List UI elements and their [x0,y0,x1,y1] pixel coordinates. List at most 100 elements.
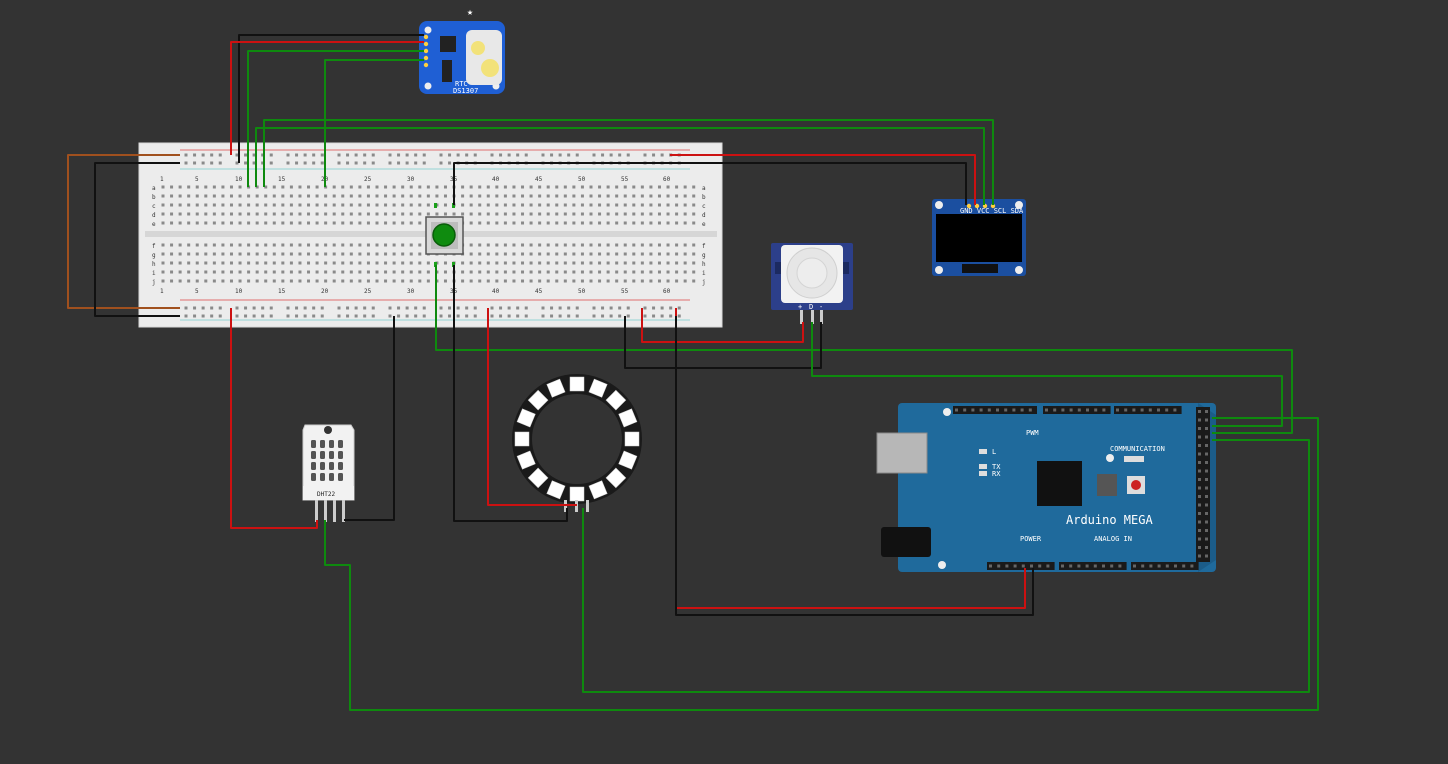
header-pin[interactable] [1205,469,1208,473]
header-pin[interactable] [1205,546,1208,549]
wire-green[interactable] [324,417,1319,711]
header-pin[interactable] [1045,408,1048,412]
header-pin[interactable] [1061,408,1065,412]
rtc-module[interactable]: ★ RTC DS1307 [419,7,505,95]
rtc-pins[interactable] [423,34,429,68]
header-pin[interactable] [1198,461,1201,464]
header-pin[interactable] [1102,408,1106,412]
header-pin[interactable] [1198,503,1201,507]
header-pin[interactable] [963,408,967,412]
header-pin[interactable] [1165,408,1169,412]
wire-green[interactable] [811,322,1283,427]
header-pin[interactable] [1205,418,1208,422]
arduino-mega[interactable]: L TX RX PWM COMMUNICATION POWER ANALOG I… [876,403,1216,572]
push-button[interactable] [425,203,464,267]
header-pin[interactable] [1102,564,1105,568]
header-pin[interactable] [1013,564,1017,568]
header-pin[interactable] [1182,564,1186,568]
wire-red[interactable] [670,154,976,205]
wire-black[interactable] [670,162,967,205]
header-pin[interactable] [1198,435,1201,439]
push-button-cap[interactable] [432,223,456,247]
header-pin[interactable] [1093,564,1097,568]
header-pin[interactable] [1005,564,1009,568]
header-pin[interactable] [1069,564,1073,568]
wire-red[interactable] [230,308,318,529]
header-pin[interactable] [1205,435,1208,439]
header-pin[interactable] [1132,408,1136,412]
header-pin[interactable] [1205,520,1208,524]
header-pin[interactable] [1205,554,1208,558]
header-pin[interactable] [971,408,975,412]
header-pin[interactable] [1198,529,1201,532]
header-pin[interactable] [1205,529,1208,532]
header-pin[interactable] [1069,408,1073,412]
header-pin[interactable] [1205,537,1208,541]
header-pin[interactable] [1053,408,1057,412]
breadboard[interactable]: 1 5 10 15 20 25 30 35 40 45 50 55 60 1 5… [138,142,723,328]
header-pin[interactable] [1205,495,1208,498]
header-pin[interactable] [1198,444,1201,447]
wire-green[interactable] [247,50,424,187]
header-pin[interactable] [1174,564,1177,568]
wire-red[interactable] [487,308,577,506]
header-pin[interactable] [1198,554,1201,558]
pir-sensor[interactable]: + D - [771,243,853,324]
wire-black[interactable] [238,34,424,163]
header-pin[interactable] [1198,452,1201,456]
wire-green[interactable] [255,127,985,205]
header-pin[interactable] [1198,418,1201,422]
wire-black[interactable] [453,265,568,522]
header-pin[interactable] [1038,564,1042,568]
header-pin[interactable] [1198,520,1201,524]
header-pin[interactable] [1173,408,1177,412]
wire-black[interactable] [344,316,395,521]
header-pin[interactable] [1124,408,1128,412]
dht22-sensor[interactable]: DHT22 [302,424,355,522]
header-pin[interactable] [1198,469,1201,473]
header-pin[interactable] [1205,478,1208,481]
header-pin[interactable] [1157,408,1160,412]
wire-red[interactable] [641,308,804,343]
header-pin[interactable] [1012,408,1016,412]
wire-black[interactable] [624,316,822,369]
header-pin[interactable] [955,408,958,412]
header-pin[interactable] [1133,564,1136,568]
wire-black[interactable] [94,162,180,317]
header-pin[interactable] [1118,564,1122,568]
header-pin[interactable] [1205,486,1208,490]
header-pin[interactable] [1205,427,1208,430]
header-pin[interactable] [1165,564,1169,568]
header-pin[interactable] [1198,410,1201,413]
header-pin[interactable] [1198,486,1201,490]
wire-red[interactable] [230,41,424,155]
oled-display[interactable]: GND VCC SCL SDA [932,199,1026,276]
reset-button-cap[interactable] [1131,480,1141,490]
header-pin[interactable] [1205,503,1208,507]
header-pin[interactable] [1198,537,1201,541]
header-pin[interactable] [1141,564,1145,568]
header-pin[interactable] [989,564,992,568]
header-pin[interactable] [1021,564,1025,568]
header-pin[interactable] [1198,495,1201,498]
header-pin[interactable] [1086,408,1089,412]
neopixel-ring[interactable] [512,374,642,512]
pir-pins[interactable] [800,310,823,324]
header-pin[interactable] [1077,564,1081,568]
header-pin[interactable] [1116,408,1119,412]
header-pin[interactable] [1205,461,1208,464]
dht22-pins[interactable] [315,500,345,522]
header-pin[interactable] [1205,444,1208,447]
header-pin[interactable] [1094,408,1098,412]
header-pin[interactable] [987,408,991,412]
header-pin[interactable] [1030,564,1033,568]
header-pin[interactable] [1149,564,1153,568]
wire-green[interactable] [435,265,1293,434]
header-pin[interactable] [1140,408,1144,412]
header-pin[interactable] [1190,564,1194,568]
header-pin[interactable] [1205,512,1208,515]
power-jack[interactable] [881,527,931,557]
header-pin[interactable] [997,564,1001,568]
header-pin[interactable] [1085,564,1089,568]
header-pin[interactable] [1205,410,1208,413]
